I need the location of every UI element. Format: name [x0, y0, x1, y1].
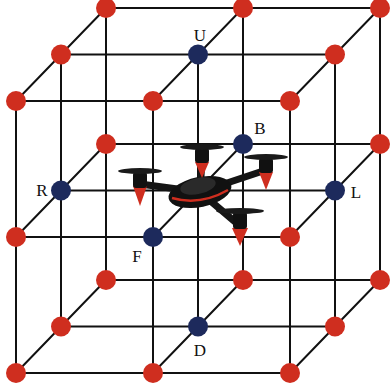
drone-body-top	[179, 174, 218, 197]
lattice-node	[233, 0, 253, 18]
face-center-node	[233, 134, 253, 154]
drone-propeller	[118, 168, 162, 174]
lattice-lines	[16, 8, 380, 373]
drone-leg	[259, 172, 273, 190]
lattice-node	[325, 317, 345, 337]
drone-motor	[195, 148, 209, 163]
face-center-node	[325, 181, 345, 201]
lattice-node	[280, 363, 300, 383]
lattice-node	[96, 0, 116, 18]
drone-body	[166, 171, 235, 214]
lattice-node	[280, 227, 300, 247]
lattice-node	[96, 134, 116, 154]
face-label: L	[350, 184, 362, 201]
drone-propeller	[180, 144, 224, 150]
lattice-node	[370, 0, 390, 18]
lattice-node	[51, 45, 71, 65]
lattice-node	[51, 317, 71, 337]
drone-motor	[259, 158, 273, 173]
face-label: B	[253, 120, 266, 137]
face-center-node	[51, 181, 71, 201]
lattice-node	[6, 363, 26, 383]
drone-leg	[133, 186, 147, 206]
lattice-node	[370, 134, 390, 154]
drone-illustration	[118, 144, 288, 246]
drone-propeller	[216, 208, 264, 214]
face-center-node	[188, 45, 208, 65]
lattice-node	[6, 227, 26, 247]
lattice-node	[143, 363, 163, 383]
lattice-node	[233, 270, 253, 290]
lattice-node	[280, 91, 300, 111]
face-label: R	[35, 182, 48, 199]
drone-propeller	[244, 154, 288, 160]
face-center-node	[143, 227, 163, 247]
drone-motor	[233, 212, 247, 229]
face-label: F	[131, 248, 142, 265]
drone-motor	[133, 172, 147, 188]
lattice-node	[143, 91, 163, 111]
lattice-node	[6, 91, 26, 111]
drone-body-stripe	[172, 190, 228, 201]
face-label: U	[193, 27, 207, 44]
face-label: D	[193, 342, 207, 359]
lattice-node	[96, 270, 116, 290]
face-center-node	[188, 317, 208, 337]
lattice-node	[325, 45, 345, 65]
drone-leg	[232, 228, 248, 246]
drone-leg	[195, 162, 209, 178]
lattice-node	[370, 270, 390, 290]
